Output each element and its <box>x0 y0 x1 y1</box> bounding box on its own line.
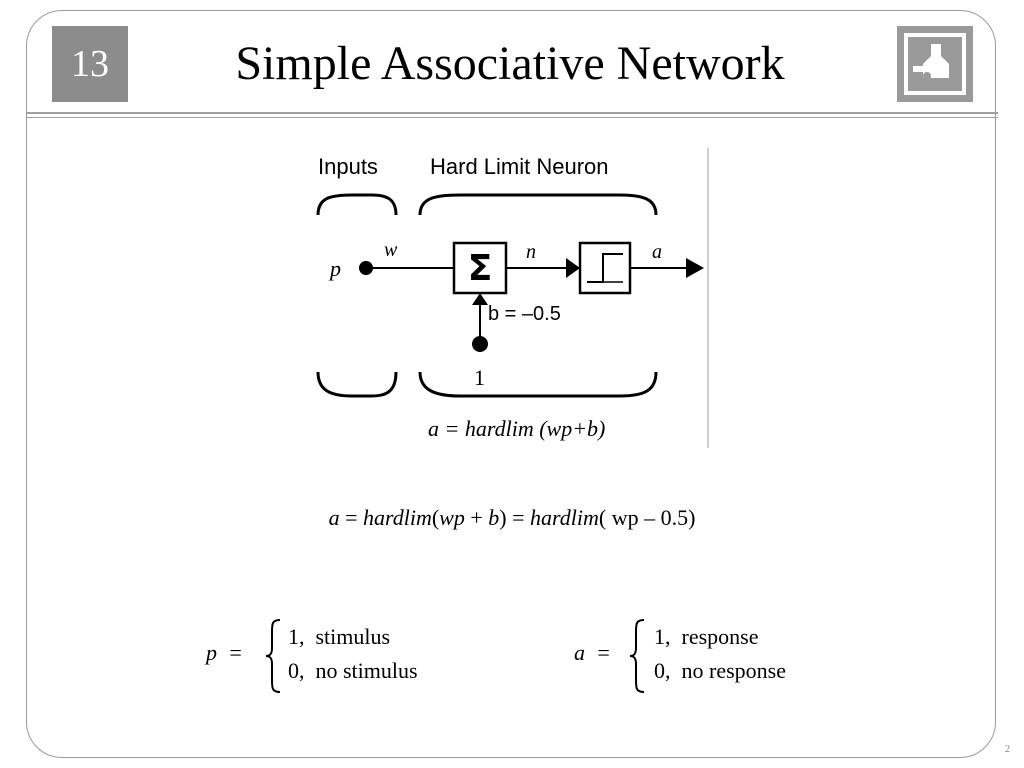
eq-hardlim-2: hardlim <box>530 505 599 530</box>
eq-arg-2: ( wp – 0.5) <box>598 505 696 530</box>
p-definition: p = 1, stimulus 0, no stimulus <box>206 618 466 698</box>
eq-equals-2: = <box>506 505 531 530</box>
slide-title: Simple Associative Network <box>235 37 785 90</box>
inputs-brace-bottom <box>316 371 398 398</box>
a-definition: a = 1, response 0, no response <box>574 618 834 698</box>
eq-plus: + <box>464 505 489 530</box>
a-lhs: a = <box>574 640 611 665</box>
a-case-2: 0, no response <box>654 658 786 683</box>
left-brace-icon <box>629 619 645 693</box>
bias-label: b = –0.5 <box>488 303 561 325</box>
logo-icon <box>897 26 973 102</box>
inputs-label: Inputs <box>318 154 378 179</box>
chapter-number: 13 <box>71 43 109 85</box>
main-equation: a = hardlim(wp + b) = hardlim( wp – 0.5) <box>0 505 1024 531</box>
net-input-arrow <box>566 258 580 278</box>
bias-node <box>472 336 488 352</box>
eq-wp: wp <box>439 505 465 530</box>
eq-close: ) <box>499 505 507 530</box>
input-var: p <box>328 256 341 281</box>
eq-a: a <box>328 505 340 530</box>
neuron-diagram: Inputs Hard Limit Neuron p w Σ n a b = –… <box>316 148 709 448</box>
output-arrow <box>686 258 704 278</box>
a-case-1: 1, response <box>654 624 759 649</box>
header-rule <box>26 112 998 114</box>
eq-hardlim: hardlim <box>362 505 432 530</box>
sum-symbol: Σ <box>468 248 493 289</box>
eq-open: ( <box>431 505 440 530</box>
page-number: 2 <box>1005 744 1010 755</box>
neuron-formula: a = hardlim (wp+b) <box>428 416 605 441</box>
left-brace-icon <box>265 619 281 693</box>
p-lhs: p = <box>206 640 243 665</box>
weight-label: w <box>384 239 398 261</box>
neuron-brace-bottom <box>418 371 658 398</box>
inputs-brace-top <box>316 193 398 216</box>
chapter-number-badge: 13 <box>52 26 128 102</box>
bias-arrow <box>472 293 488 305</box>
header-rule-thin <box>26 117 998 118</box>
neuron-label: Hard Limit Neuron <box>430 154 609 179</box>
slide-frame <box>26 10 996 758</box>
eq-b: b <box>488 505 500 530</box>
net-input-label: n <box>526 241 536 263</box>
bias-input-label: 1 <box>474 365 485 390</box>
neuron-brace-top <box>418 193 658 216</box>
p-case-1: 1, stimulus <box>288 624 391 649</box>
eq-equals: = <box>339 505 363 530</box>
p-case-2: 0, no stimulus <box>288 658 418 683</box>
hardlim-box <box>578 241 632 295</box>
output-var: a <box>652 241 662 263</box>
